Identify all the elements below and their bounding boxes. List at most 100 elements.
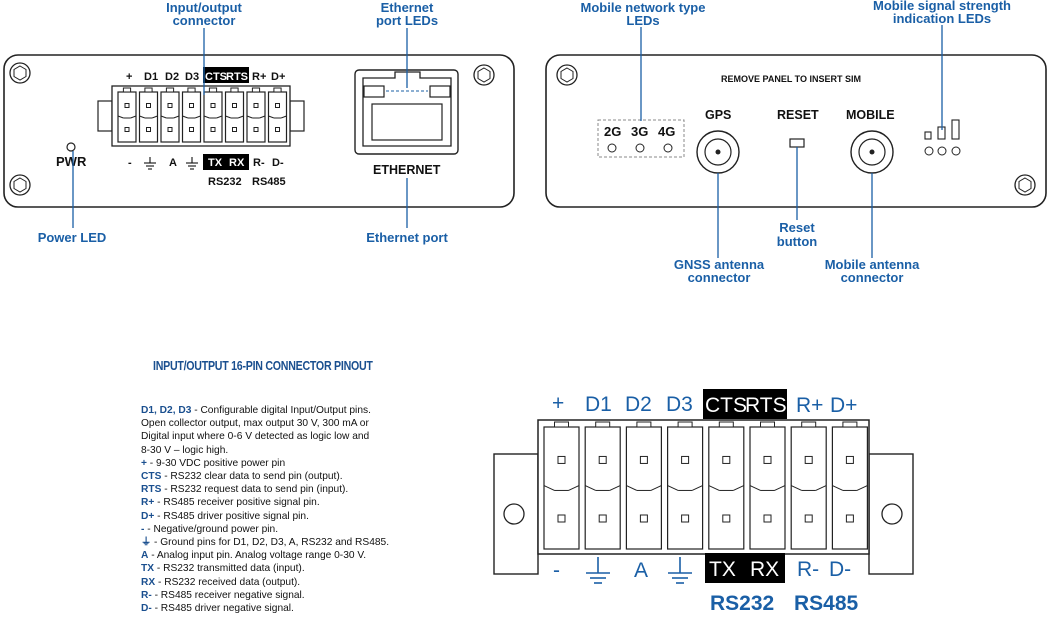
legend-line: R- - RS485 receiver negative signal. — [141, 589, 441, 602]
connector-pin — [117, 87, 137, 143]
signal-led — [924, 146, 934, 156]
reset-button[interactable] — [789, 138, 805, 148]
connector-pin — [708, 421, 745, 550]
pin-rts: RTS — [226, 71, 248, 83]
mount-hole — [881, 503, 903, 525]
led-4g — [663, 143, 673, 153]
gps-antenna-connector — [696, 130, 740, 174]
big-pin-rts: RTS — [745, 394, 787, 417]
back-panel: REMOVE PANEL TO INSERT SIM 2G 3G 4G GPS … — [545, 54, 1047, 208]
legend-key: - — [141, 523, 145, 535]
ethernet-label: ETHERNET — [373, 163, 441, 177]
connector-pin — [138, 87, 159, 143]
screw-icon — [1014, 174, 1036, 196]
pin-plus: + — [126, 71, 132, 83]
connector-pin — [181, 87, 202, 143]
legend-text: - RS485 driver negative signal. — [151, 603, 294, 615]
legend-line: CTS - RS232 clear data to send pin (outp… — [141, 470, 441, 483]
small-pin-labels: + D1 D2 D3 CTS RTS R+ D+ - A TX RX R- D-… — [126, 71, 286, 188]
pin-cts: CTS — [205, 71, 227, 83]
legend-line: Digital input where 0-6 V detected as lo… — [141, 430, 441, 443]
ground-icon — [186, 157, 198, 170]
legend-text: - RS232 clear data to send pin (output). — [161, 471, 343, 483]
big-pin-d1: D1 — [585, 393, 612, 416]
pwr-label: PWR — [56, 154, 87, 169]
connector-pin — [224, 87, 245, 143]
legend-text: - Negative/ground power pin. — [144, 523, 279, 535]
connector-pin — [625, 421, 663, 550]
callout-power-led: Power LED — [38, 230, 107, 245]
big-pin-d-minus: D- — [829, 558, 851, 581]
gps-label: GPS — [705, 108, 731, 122]
rs485-label-small: RS485 — [252, 176, 286, 188]
big-rs485: RS485 — [794, 592, 859, 615]
callout-signal-2: indication LEDs — [893, 11, 991, 26]
big-pin-rx: RX — [750, 558, 779, 581]
legend-text: Digital input where 0-6 V detected as lo… — [141, 431, 370, 443]
tx-rx-bg — [203, 154, 249, 170]
callout-mobile-ant-1: Mobile antenna — [825, 257, 920, 272]
legend-line: - - Negative/ground power pin. — [141, 523, 441, 536]
big-pin-tx: TX — [709, 558, 736, 581]
big-pin-plus: + — [552, 392, 564, 415]
legend-key: + — [141, 457, 147, 469]
tx-rx-bg-large — [705, 553, 785, 583]
legend-text: - RS232 received data (output). — [155, 576, 301, 588]
reset-label: RESET — [777, 108, 819, 122]
callouts — [72, 25, 943, 258]
legend-text: 8-30 V – logic high. — [141, 444, 229, 456]
callout-eth-port: Ethernet port — [366, 230, 448, 245]
connector-pin — [543, 421, 580, 550]
ethernet-port — [354, 69, 459, 155]
callout-reset-2: button — [777, 234, 817, 249]
pin-a: A — [169, 157, 177, 169]
legend-key: R+ — [141, 497, 155, 509]
ground-icon — [144, 157, 156, 170]
pin-d-minus: D- — [272, 157, 284, 169]
signal-led — [937, 146, 947, 156]
ground-icon — [586, 557, 610, 584]
pin-minus: - — [128, 157, 132, 169]
io-connector-large — [493, 419, 914, 575]
pin-d-plus: D+ — [271, 71, 285, 83]
rs232-label-small: RS232 — [208, 176, 242, 188]
callout-eth-leds-2: port LEDs — [376, 13, 438, 28]
callout-gnss-1: GNSS antenna — [674, 257, 765, 272]
screw-icon — [473, 64, 495, 86]
legend-text: - Ground pins for D1, D2, D3, A, RS232 a… — [151, 537, 390, 549]
net-4g: 4G — [658, 124, 675, 139]
legend-key: RTS — [141, 484, 162, 496]
big-rs232: RS232 — [710, 592, 774, 615]
cts-rts-bg — [203, 67, 249, 83]
led-2g — [607, 143, 617, 153]
connector-pin — [160, 87, 180, 143]
callout-io-1: Input/output — [166, 0, 242, 15]
legend-text: - Analog input pin. Analog voltage range… — [148, 550, 367, 562]
signal-led — [951, 146, 961, 156]
legend-line: 8-30 V – logic high. — [141, 444, 441, 457]
pin-r-plus: R+ — [252, 71, 266, 83]
legend-key: R- — [141, 589, 152, 601]
ground-icon — [668, 557, 692, 584]
big-pin-d3: D3 — [666, 393, 693, 416]
led-3g — [635, 143, 645, 153]
signal-strength-icon — [924, 119, 960, 140]
legend-line: ⏚ - Ground pins for D1, D2, D3, A, RS232… — [141, 536, 441, 549]
big-pin-d2: D2 — [625, 393, 652, 416]
pin-d1: D1 — [144, 71, 158, 83]
legend-text: - Configurable digital Input/Output pins… — [191, 405, 371, 416]
connector-pin — [246, 87, 266, 143]
callout-signal-1: Mobile signal strength — [873, 0, 1011, 13]
legend-text: - RS232 request data to send pin (input)… — [161, 484, 349, 496]
callout-io-2: connector — [173, 13, 236, 28]
large-pin-labels: + D1 D2 D3 CTS RTS R+ D+ - A TX RX R- D-… — [552, 392, 859, 615]
big-pin-r-plus: R+ — [796, 394, 823, 417]
connector-pin — [749, 421, 786, 550]
legend-text: - 9-30 VDC positive power pin — [146, 457, 286, 469]
pin-rx: RX — [229, 157, 245, 169]
big-pin-r-minus: R- — [797, 558, 819, 581]
legend-key: ⏚ — [141, 537, 152, 549]
big-pin-minus: - — [553, 559, 560, 582]
legend-line: D- - RS485 driver negative signal. — [141, 602, 441, 615]
